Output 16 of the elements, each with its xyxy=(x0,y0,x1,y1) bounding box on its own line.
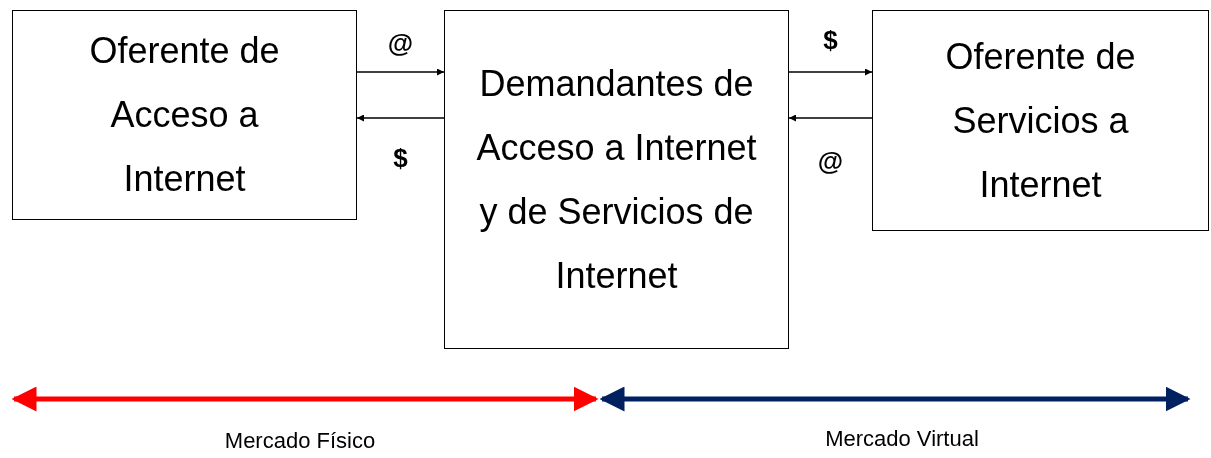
box-text: Oferente de Servicios a Internet xyxy=(944,34,1137,207)
arrow xyxy=(788,114,873,122)
edge-label: @ xyxy=(387,30,414,56)
box-text: Oferente de Acceso a Internet xyxy=(88,29,281,201)
process-box xyxy=(444,10,789,349)
edge-label: $ xyxy=(393,145,408,171)
process-box xyxy=(872,10,1209,231)
edge-label: $ xyxy=(823,27,838,53)
box-text: Demandantes de Acceso a Internet y de Servicios de Internet xyxy=(475,61,758,298)
arrow xyxy=(356,114,445,122)
arrow xyxy=(356,68,445,76)
process-box xyxy=(12,10,357,220)
region-label: Mercado Virtual xyxy=(825,428,979,450)
edge-label: @ xyxy=(817,148,844,174)
arrow xyxy=(788,68,873,76)
region-label: Mercado Físico xyxy=(224,430,376,452)
